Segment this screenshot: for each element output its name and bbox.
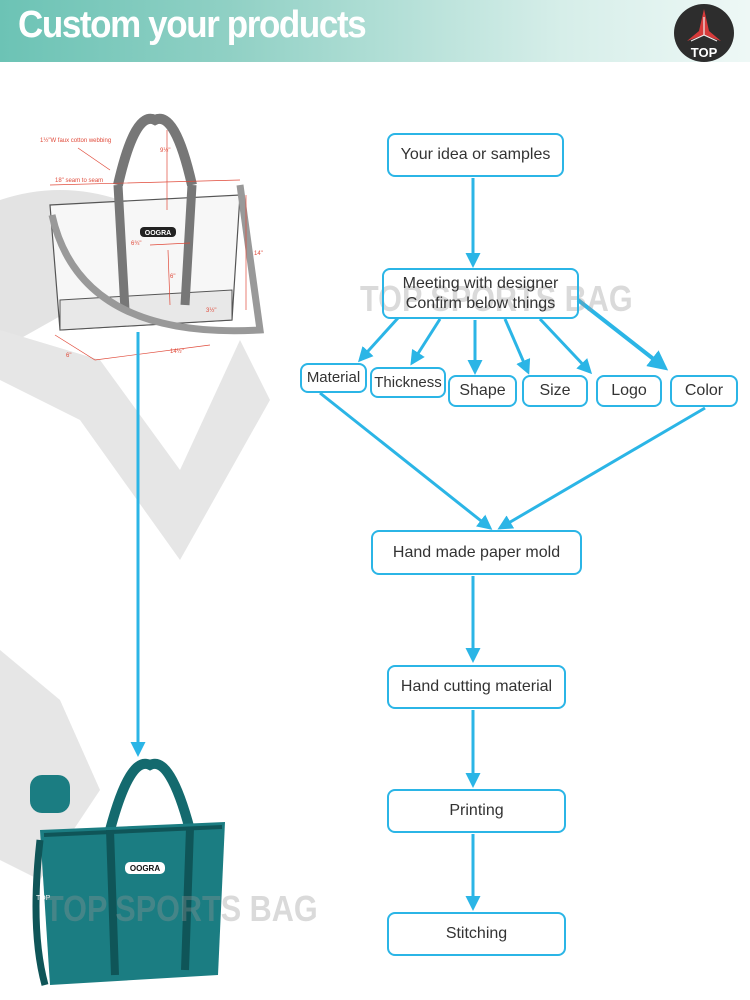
step-paper-mold: Hand made paper mold [371,530,582,575]
top-logo: TOP [674,4,734,62]
step-stitching: Stitching [387,912,566,956]
svg-text:6¾": 6¾" [131,241,141,247]
arrow-to-color [576,298,669,371]
header-banner: Custom your products TOP [0,0,750,62]
svg-text:6": 6" [170,274,175,280]
svg-text:1½"W faux cotton webbing: 1½"W faux cotton webbing [40,137,111,144]
step-idea: Your idea or samples [387,133,564,177]
meeting-line-1: Meeting with designer [402,274,559,292]
option-color: Color [670,375,738,407]
option-thickness: Thickness [370,367,446,398]
svg-text:TOP: TOP [691,45,718,60]
meeting-line-2: Confirm below things [405,294,556,312]
step-cutting: Hand cutting material [387,665,566,709]
option-logo: Logo [596,375,662,407]
option-shape: Shape [448,375,517,407]
step-printing: Printing [387,789,566,833]
svg-text:TOP: TOP [36,895,51,902]
svg-text:6": 6" [66,353,71,359]
arrow-to-logo [538,317,593,375]
option-material: Material [300,363,367,393]
watermark: TOP SPORTS BAG [45,888,318,929]
watermark: TOP SPORTS BAG [360,278,633,319]
arrow-to-material [357,316,400,363]
arrow-material-to-mold [319,391,493,530]
svg-text:OOGRA: OOGRA [145,230,171,237]
svg-text:3½": 3½" [206,307,216,314]
option-size: Size [522,375,588,407]
arrow-to-thickness [410,318,442,366]
svg-text:18" seam to seam: 18" seam to seam [55,178,103,184]
page-title: Custom your products [18,4,367,46]
arrow-color-to-mold [497,406,706,530]
svg-text:14": 14" [254,251,263,257]
svg-text:9½": 9½" [160,147,170,154]
arrow-to-size [503,318,531,375]
svg-text:14½": 14½" [170,348,184,355]
step-meeting: Meeting with designer Confirm below thin… [382,268,579,319]
svg-text:OOGRA: OOGRA [130,864,160,873]
